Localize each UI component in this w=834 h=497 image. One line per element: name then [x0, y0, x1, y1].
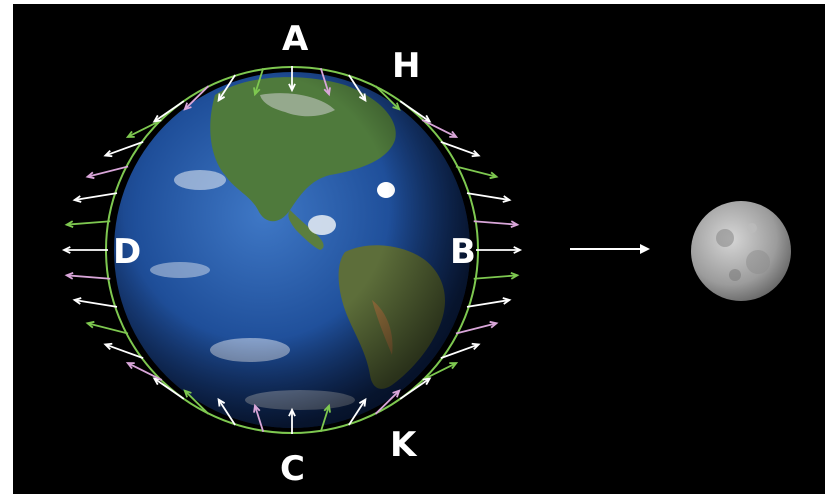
earth-icon — [114, 72, 470, 428]
label-a: A — [282, 19, 309, 59]
label-c: C — [280, 449, 305, 489]
moon-icon — [691, 201, 791, 301]
label-k: K — [390, 425, 418, 465]
label-d: D — [113, 232, 141, 272]
label-h: H — [392, 46, 420, 86]
label-b: B — [450, 232, 476, 272]
